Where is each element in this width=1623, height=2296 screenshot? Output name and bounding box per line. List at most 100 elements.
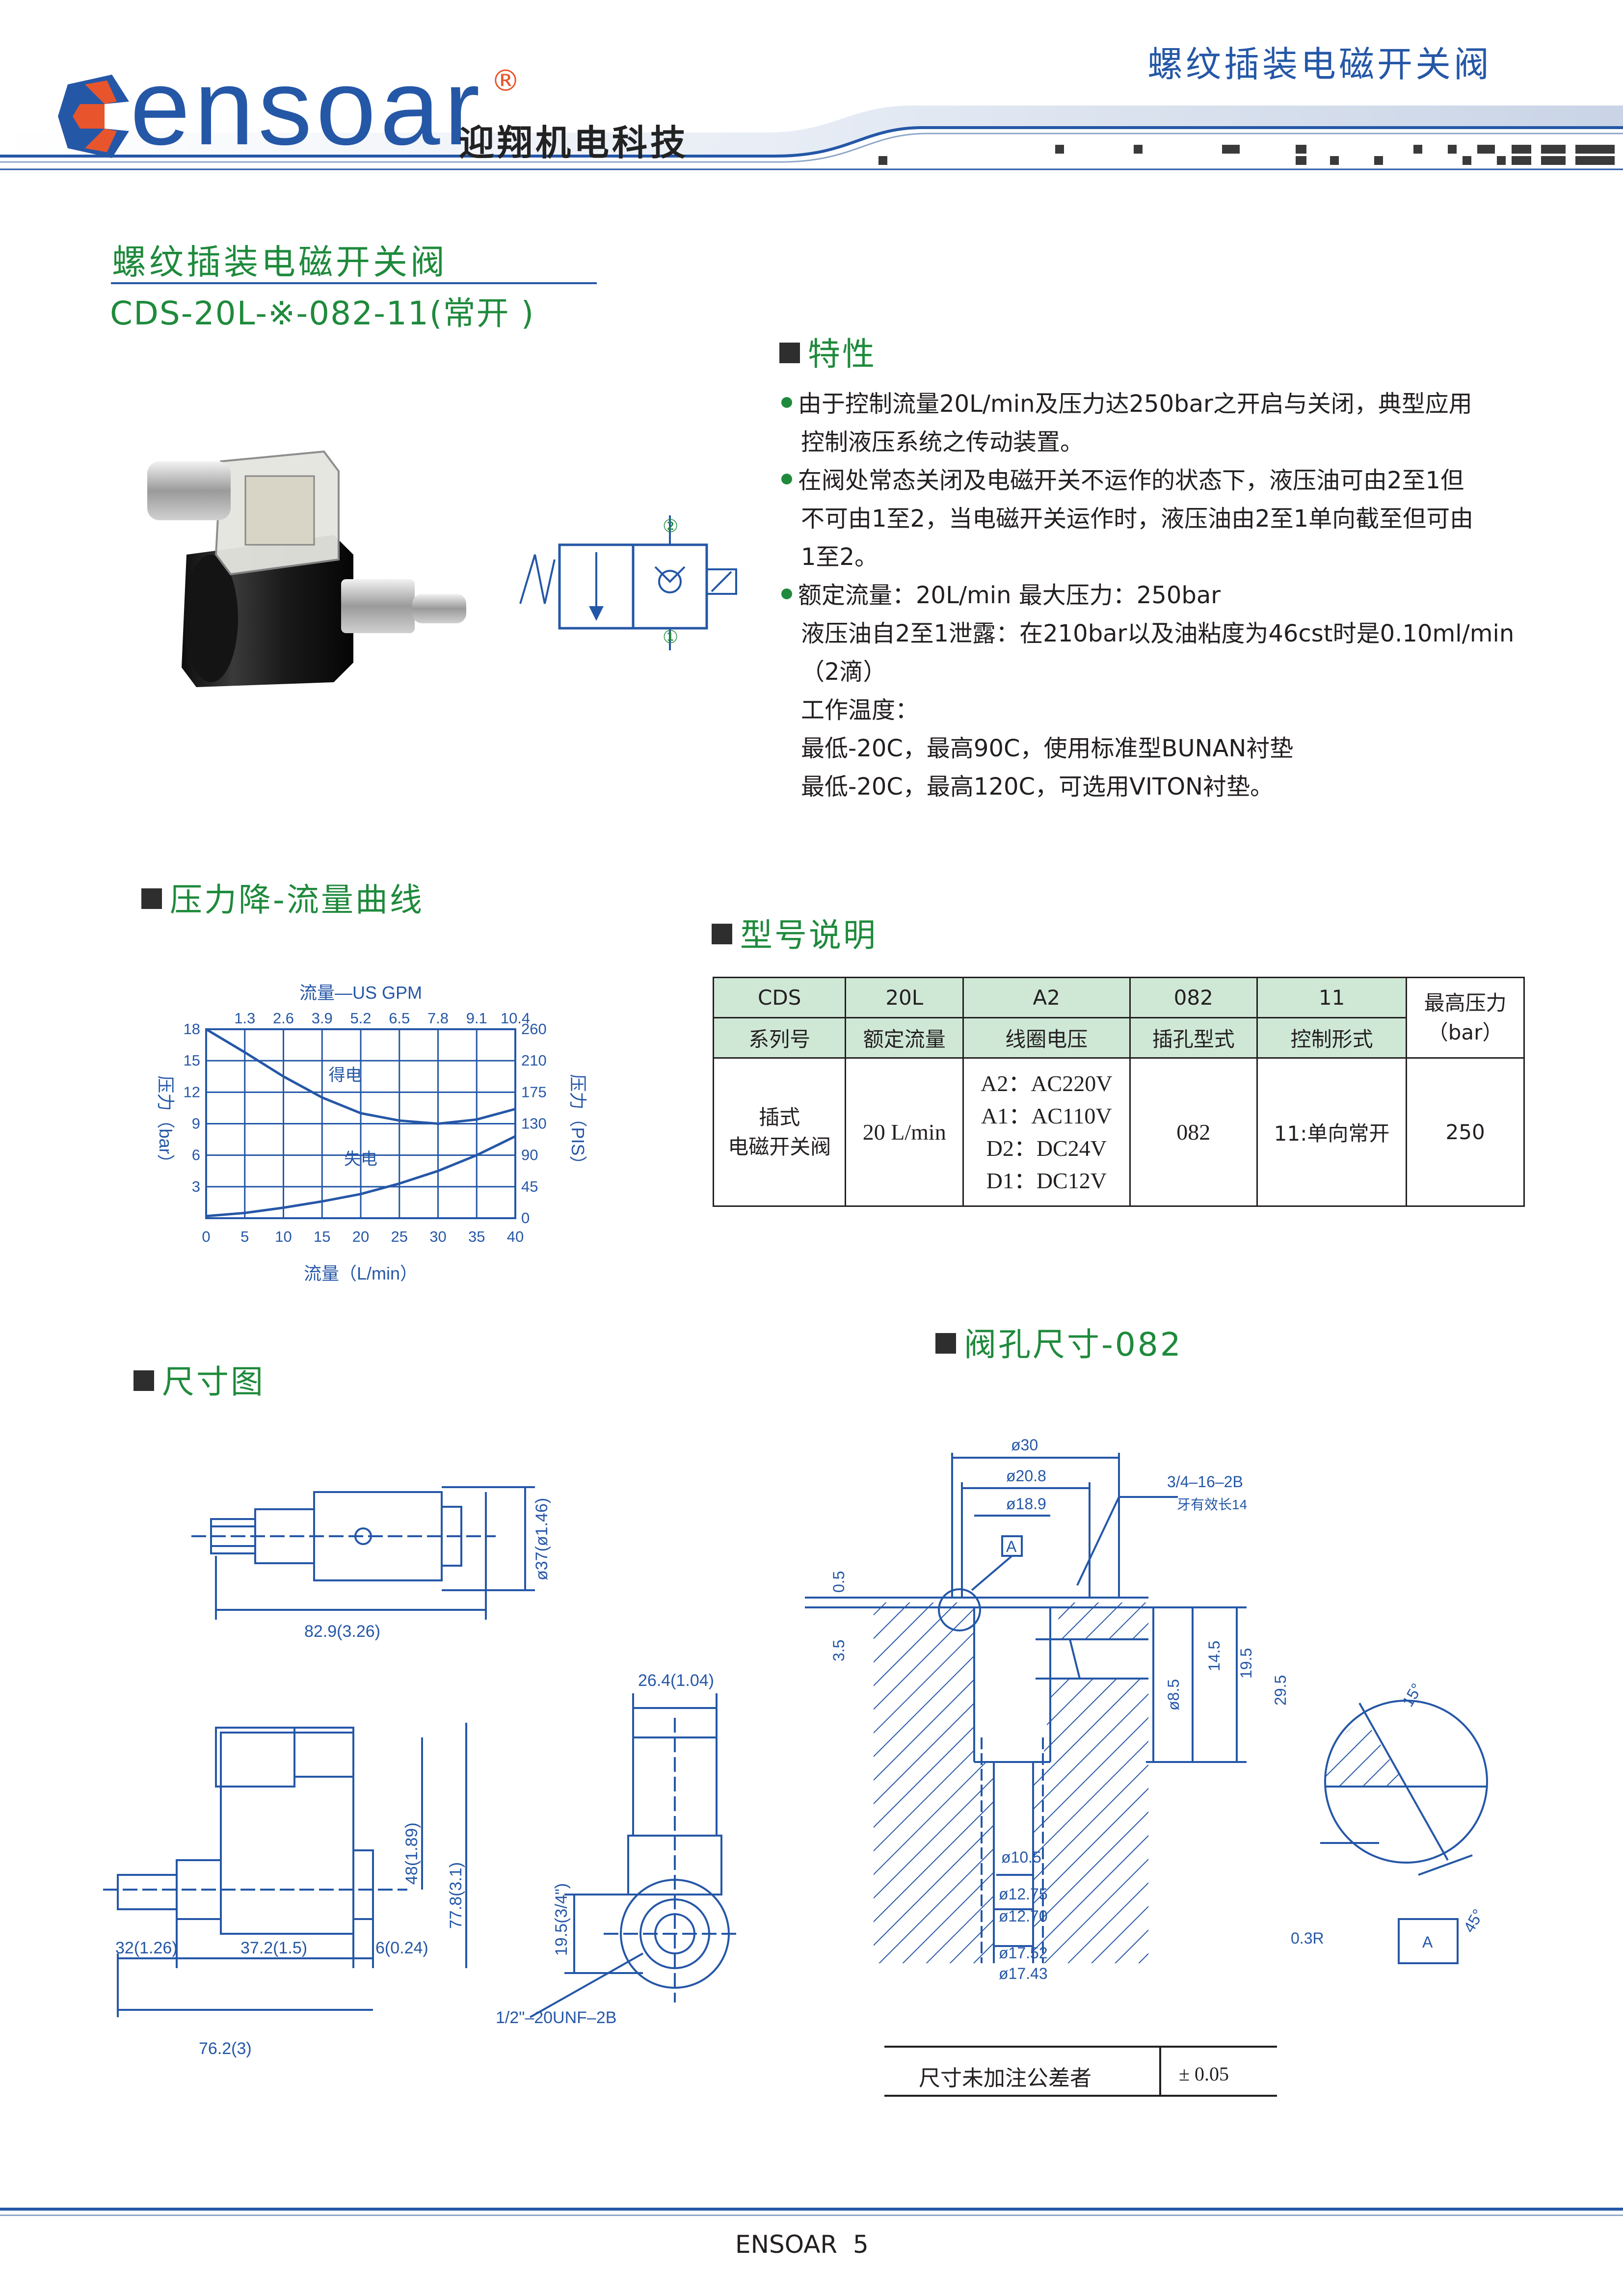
chart-x2-tick: 7.8 [427, 1010, 449, 1027]
feature-line-text: 在阀处常态关闭及电磁开关不运作的状态下，液压油可由2至1但 [798, 467, 1464, 494]
valve-product-photo [147, 450, 466, 687]
feature-line-text: 最低-20C，最高120C，可选用VITON衬垫。 [801, 773, 1274, 801]
section-square-icon [133, 1370, 154, 1391]
cav-angle-15: 15° [1399, 1681, 1426, 1710]
code-voltage: A2 [962, 977, 1131, 1018]
max-pressure-unit: （bar） [1427, 1020, 1503, 1044]
cav-d1275: ø12.75 [999, 1885, 1048, 1903]
chart-x-tick: 30 [429, 1228, 446, 1245]
cav-d1743: ø17.43 [999, 1965, 1048, 1982]
chart-y2-tick: 45 [521, 1178, 538, 1195]
port-2-label: ② [663, 516, 679, 536]
chart-x2-tick: 6.5 [389, 1010, 410, 1027]
bullet-dot-icon [781, 474, 792, 484]
cav-h05: 0.5 [830, 1571, 848, 1593]
registered-mark: ® [491, 64, 520, 98]
features-list: 由于控制流量20L/min及压力达250bar之开启与关闭，典型应用控制液压系统… [781, 385, 1576, 806]
cav-d189: ø18.9 [1006, 1495, 1046, 1513]
chart-y2-tick: 175 [521, 1083, 547, 1100]
voltage-d1: D1：DC12V [986, 1168, 1107, 1193]
feature-line-text: 由于控制流量20L/min及压力达250bar之开启与关闭，典型应用 [798, 390, 1472, 418]
code-flow: 20L [845, 977, 964, 1018]
product-title-cn: 螺纹插装电磁开关阀 [112, 242, 448, 282]
chart-y-label: 压力（bar） [156, 1075, 176, 1172]
cav-d1270: ø12.70 [999, 1907, 1048, 1925]
title-underline [111, 282, 597, 284]
footer-brand-page: ENSOAR 5 [735, 2230, 869, 2259]
dim-264: 26.4(1.04) [638, 1671, 714, 1690]
chart-x-tick: 5 [240, 1228, 249, 1245]
tolerance-value: ± 0.05 [1179, 2063, 1229, 2085]
value-cavity: 082 [1129, 1057, 1258, 1207]
chart-x-label: 流量（L/min） [304, 1263, 418, 1283]
voltage-d2: D2：DC24V [986, 1135, 1107, 1161]
tolerance-divider [1159, 2048, 1161, 2095]
feature-line: 工作温度： [781, 691, 1576, 729]
cav-datum-box: A [1422, 1933, 1433, 1951]
dim-height-48: 48(1.89) [402, 1822, 421, 1885]
feature-line-text: 不可由1至2，当电磁开关运作时，液压油由2至1单向截至但可由 [801, 505, 1474, 533]
dimension-labels: 82.9(3.26) ø37(ø1.46) 48(1.89) 77.8(3.1)… [115, 1498, 714, 2058]
dim-length-top: 82.9(3.26) [304, 1622, 380, 1641]
chart-y-tick: 12 [184, 1083, 200, 1100]
feature-line: 液压油自2至1泄露：在210bar以及油粘度为46cst时是0.10ml/min [781, 614, 1576, 653]
section-square-icon [935, 1333, 956, 1354]
footer-brand: ENSOAR [735, 2230, 838, 2259]
cav-angle-45: 45° [1460, 1906, 1487, 1936]
feature-line-text: 1至2。 [801, 543, 878, 571]
cav-d208: ø20.8 [1006, 1467, 1046, 1485]
feature-line-text: 工作温度： [801, 696, 919, 724]
chart-x2-label: 流量—US GPM [299, 983, 422, 1003]
company-name-cn: 迎翔机电科技 [459, 122, 689, 163]
page-header: ensoar ® 迎翔机电科技 螺纹插装电磁开关阀 [0, 0, 1623, 187]
feature-line-text: 液压油自2至1泄露：在210bar以及油粘度为46cst时是0.10ml/min [801, 620, 1515, 647]
cav-thread: 3/4–16–2B [1167, 1473, 1243, 1491]
feature-line: 额定流量：20L/min 最大压力：250bar [781, 576, 1576, 614]
model-heading-text: 型号说明 [740, 916, 878, 954]
chart-y-tick: 6 [192, 1147, 200, 1164]
code-control: 11 [1256, 977, 1408, 1018]
dimensions-heading-text: 尺寸图 [162, 1363, 265, 1401]
dim-195: 19.5(3/4") [552, 1883, 571, 1956]
footer-page-number: 5 [852, 2230, 869, 2259]
dim-372: 37.2(1.5) [240, 1939, 307, 1957]
dim-thread: 1/2"–20UNF–2B [496, 2008, 616, 2027]
features-heading: 特性 [779, 328, 877, 375]
name-voltage: 线圈电压 [962, 1017, 1131, 1059]
chart-y2-tick: 260 [521, 1020, 547, 1038]
chart-frame [205, 1028, 516, 1219]
tolerance-label: 尺寸未加注公差者 [919, 2066, 1091, 2090]
cav-h195: 19.5 [1237, 1648, 1255, 1679]
chart-x2-tick: 3.9 [312, 1010, 333, 1027]
cav-h35: 3.5 [830, 1640, 848, 1661]
feature-line: 在阀处常态关闭及电磁开关不运作的状态下，液压油可由2至1但 [781, 461, 1576, 500]
hydraulic-symbol [519, 515, 737, 650]
max-pressure-label: 最高压力 [1424, 990, 1507, 1015]
chart-x-tick: 15 [314, 1228, 330, 1245]
curve-heading: 压力降-流量曲线 [141, 874, 424, 921]
section-square-icon [779, 343, 800, 363]
feature-line: 最低-20C，最高90C，使用标准型BUNAN衬垫 [781, 729, 1576, 768]
chart-y-tick: 15 [184, 1052, 200, 1069]
header-band [0, 106, 1623, 170]
chart-x2-tick: 10.4 [501, 1010, 530, 1027]
value-flow: 20 L/min [845, 1057, 964, 1207]
chart-x2-tick: 1.3 [234, 1010, 255, 1027]
value-series: 插式 电磁开关阀 [712, 1057, 847, 1207]
cav-radius: 0.3R [1291, 1929, 1324, 1947]
name-flow: 额定流量 [845, 1017, 964, 1059]
chart-x-tick: 0 [202, 1228, 210, 1245]
model-code-table: CDS 20L A2 082 11 最高压力 （bar） 系列号 额定流量 线圈… [712, 977, 1525, 1207]
dim-height-778: 77.8(3.1) [447, 1862, 465, 1929]
chart-x-tick: 20 [352, 1228, 369, 1245]
dimension-drawing: 82.9(3.26) ø37(ø1.46) 48(1.89) 77.8(3.1)… [103, 1486, 741, 2058]
chart-series-label: 失电 [344, 1150, 377, 1169]
dimensions-heading: 尺寸图 [133, 1356, 265, 1403]
chart-y-tick: 9 [192, 1115, 200, 1132]
section-square-icon [712, 924, 732, 944]
chart-y2-tick: 210 [521, 1052, 547, 1069]
chart-y-tick: 3 [192, 1178, 200, 1195]
cav-thread-note: 牙有效长14 [1177, 1497, 1247, 1512]
name-series: 系列号 [712, 1017, 847, 1059]
